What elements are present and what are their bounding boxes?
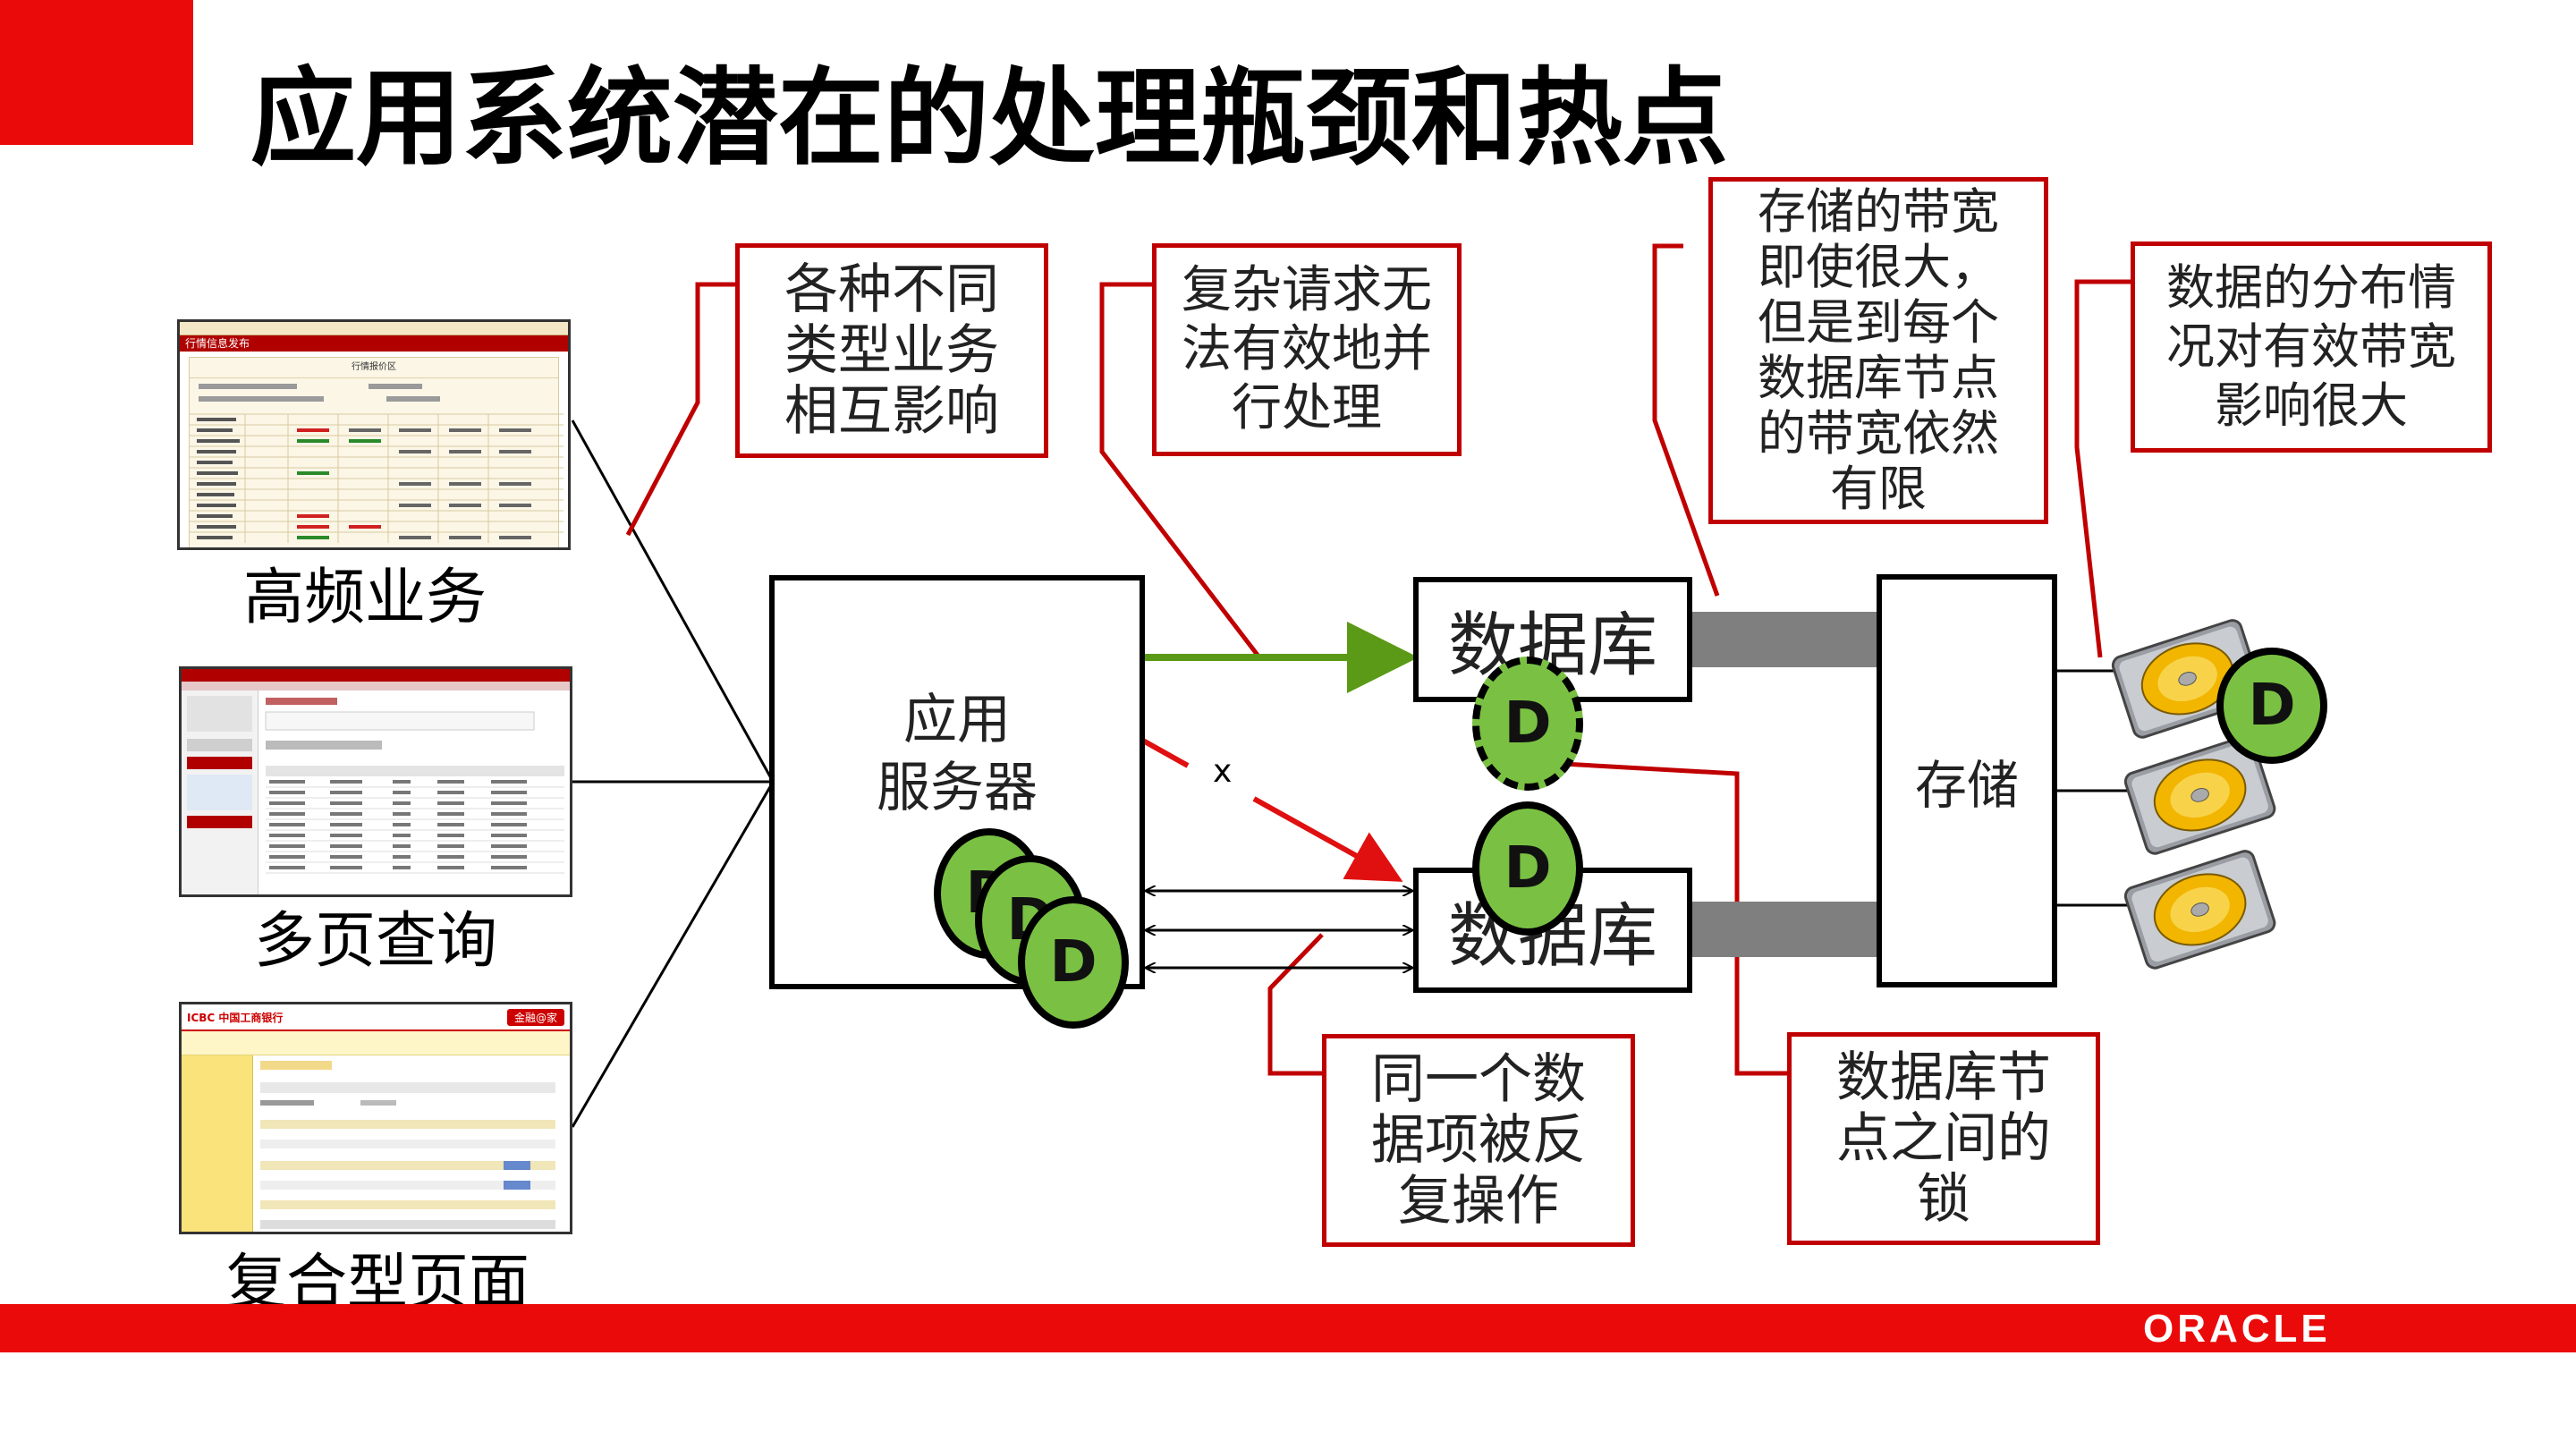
caption-high-frequency: 高频业务 <box>243 563 487 633</box>
slide-title: 应用系统潜在的处理瓶颈和热点 <box>250 56 1729 180</box>
note-node-lock: 数据库节 点之间的 锁 <box>1787 1032 2100 1245</box>
db-d-circle-dashed: D <box>1472 657 1583 791</box>
note-storage-bandwidth: 存储的带宽 即使很大， 但是到每个 数据库节点 的带宽依然 有限 <box>1708 177 2048 524</box>
fanin-line-1 <box>571 419 773 779</box>
query-table-graphic <box>265 698 564 874</box>
caption-multipage-query: 多页查询 <box>254 906 498 977</box>
storage-box: 存储 <box>1877 574 2057 987</box>
multipage-query-screenshot <box>179 666 572 897</box>
fanin-line-3 <box>571 784 773 1128</box>
fx-subheader: 行情报价区 <box>190 358 558 378</box>
oracle-logo: ORACLE <box>2143 1307 2331 1351</box>
fx-table-graphic <box>190 384 564 543</box>
cross-mark: x <box>1213 753 1233 790</box>
note-data-distribution: 数据的分布情 况对有效带宽 影响很大 <box>2131 242 2492 453</box>
composite-grid-graphic <box>260 1061 556 1229</box>
bank-tab: 金融@家 <box>506 1008 564 1026</box>
leader-storage <box>1652 243 1720 597</box>
storage-label: 存储 <box>1914 755 2019 816</box>
footer-bar <box>0 1304 2576 1352</box>
corner-accent <box>0 0 193 145</box>
disk-icon-3 <box>2123 850 2276 970</box>
leader-distribution <box>2074 279 2131 658</box>
bank-logo: ICBC 中国工商银行 <box>187 1011 284 1024</box>
leader-business <box>625 282 735 537</box>
link-bar-top <box>1689 612 1877 667</box>
disk-d-circle: D <box>2216 648 2327 764</box>
leader-same-item <box>1267 933 1324 1076</box>
leader-parallel <box>1099 282 1261 659</box>
red-arrow-b <box>1252 796 1403 882</box>
fx-header: 行情信息发布 <box>180 335 568 352</box>
link-bar-bottom <box>1689 902 1877 957</box>
disk-icon-1 <box>2111 619 2264 739</box>
note-same-item: 同一个数 据项被反 复操作 <box>1322 1034 1635 1247</box>
fx-quote-screenshot: 行情信息发布 行情报价区 <box>177 319 571 550</box>
app-d-circle-3: D <box>1018 896 1129 1029</box>
app-server-label: 应用 服务器 <box>877 689 1038 819</box>
note-no-parallel: 复杂请求无 法有效地并 行处理 <box>1152 243 1462 456</box>
disk-icon-2 <box>2123 735 2276 855</box>
note-business-interference: 各种不同 类型业务 相互影响 <box>735 243 1048 458</box>
composite-page-screenshot: ICBC 中国工商银行 金融@家 <box>179 1002 572 1234</box>
db-d-circle-solid: D <box>1472 801 1583 936</box>
